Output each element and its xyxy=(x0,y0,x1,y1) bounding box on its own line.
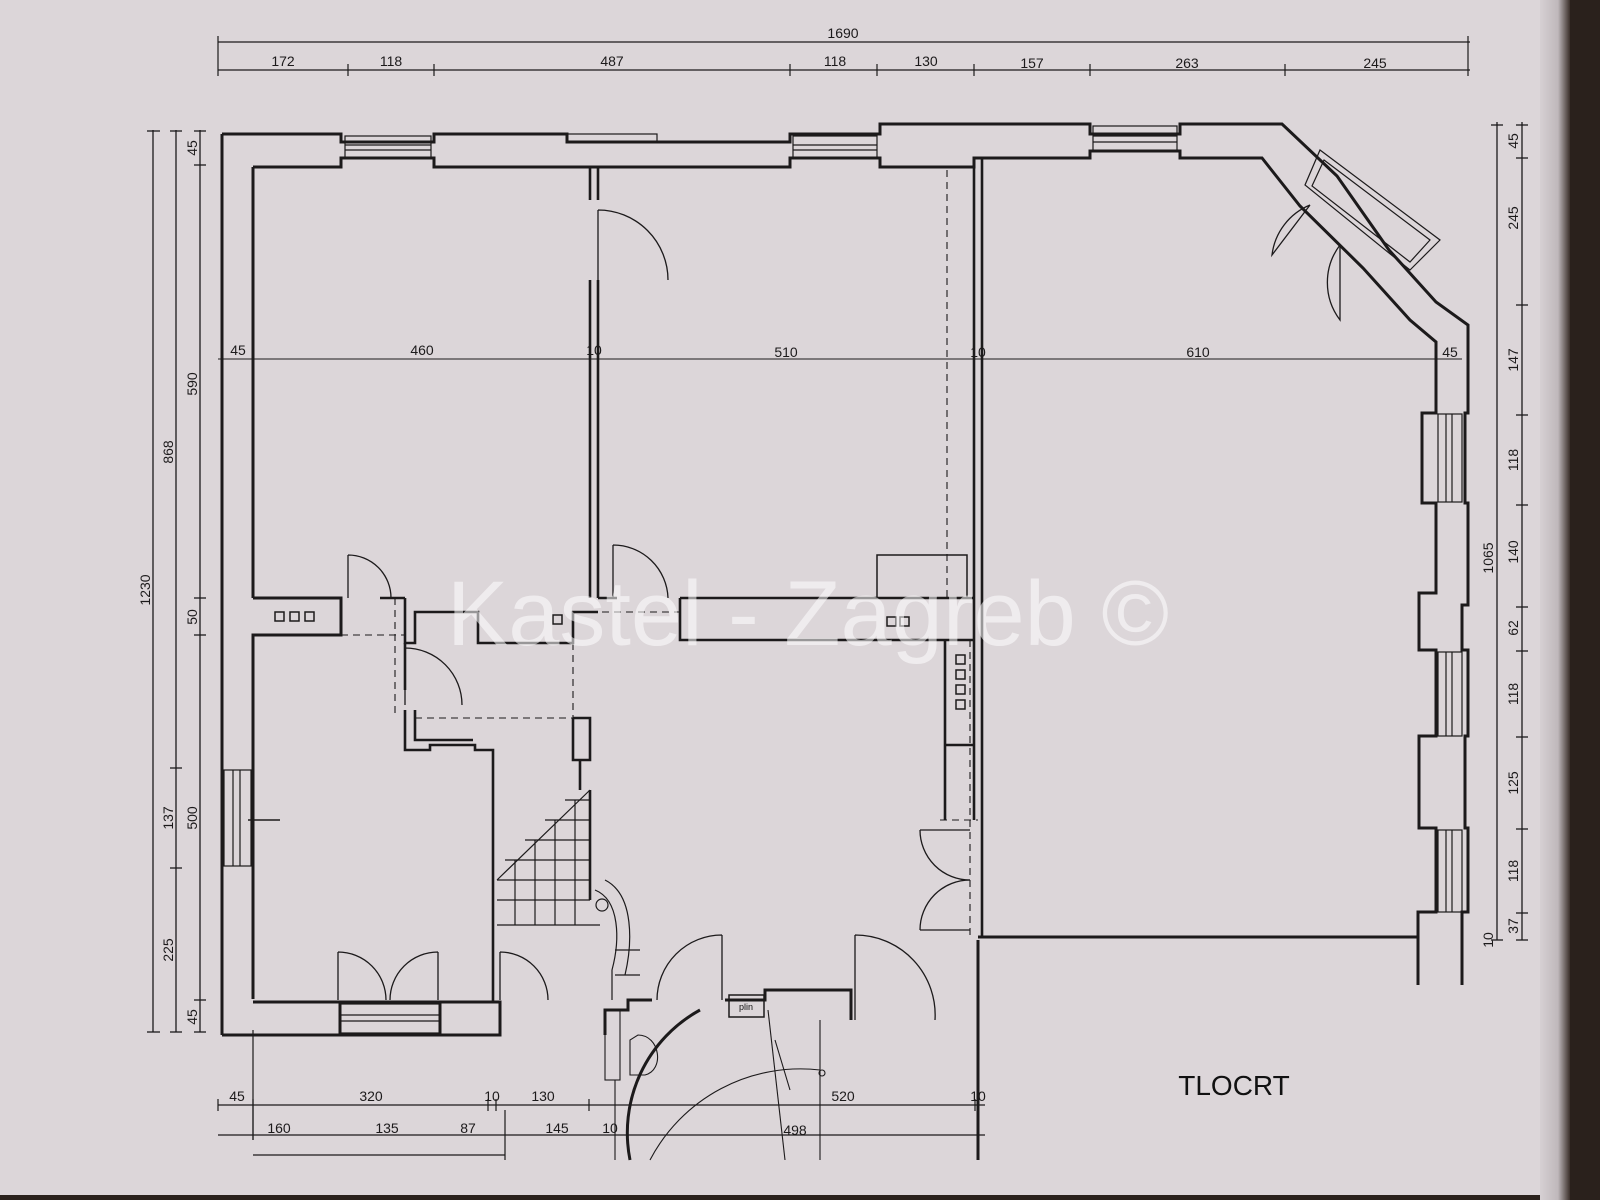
svg-text:45: 45 xyxy=(229,1088,245,1104)
top-dimension-labels: 1690 172 118 487 118 130 157 263 245 xyxy=(271,25,1387,71)
svg-text:145: 145 xyxy=(545,1120,569,1136)
svg-text:50: 50 xyxy=(184,609,200,625)
bottom-dimension-labels: 45 320 10 130 520 10 160 135 87 145 10 4… xyxy=(229,1088,986,1138)
svg-text:10: 10 xyxy=(484,1088,500,1104)
dashed-lines xyxy=(341,170,978,940)
svg-text:118: 118 xyxy=(380,53,403,69)
svg-text:498: 498 xyxy=(783,1122,807,1138)
svg-text:245: 245 xyxy=(1363,55,1387,71)
svg-text:172: 172 xyxy=(271,53,295,69)
svg-text:130: 130 xyxy=(914,53,938,69)
vents-and-fixtures xyxy=(248,554,968,1018)
entrance-detail xyxy=(604,1009,826,1161)
svg-text:10: 10 xyxy=(1480,932,1496,948)
svg-text:160: 160 xyxy=(267,1120,291,1136)
plan-title: TLOCRT xyxy=(1178,1070,1290,1101)
svg-text:118: 118 xyxy=(824,53,847,69)
svg-text:45: 45 xyxy=(1505,133,1521,149)
svg-text:147: 147 xyxy=(1505,348,1521,372)
svg-text:125: 125 xyxy=(1505,771,1521,795)
svg-text:868: 868 xyxy=(160,440,176,464)
svg-text:1230: 1230 xyxy=(137,574,153,605)
doors xyxy=(337,204,1341,1021)
svg-text:45: 45 xyxy=(1442,344,1458,360)
svg-text:45: 45 xyxy=(184,1009,200,1025)
svg-text:520: 520 xyxy=(831,1088,855,1104)
left-dimension-lines xyxy=(147,130,206,1033)
svg-text:118: 118 xyxy=(1505,449,1521,472)
svg-text:610: 610 xyxy=(1186,344,1210,360)
bottom-dimension-lines xyxy=(217,1030,985,1160)
svg-text:590: 590 xyxy=(184,372,200,396)
interior-dimension-labels: 45 460 10 510 10 610 45 xyxy=(230,342,1458,360)
gas-label: plin xyxy=(739,1002,753,1012)
svg-text:45: 45 xyxy=(230,342,246,358)
interior-walls xyxy=(380,158,984,1002)
svg-text:10: 10 xyxy=(970,344,986,360)
watermark: Kastel - Zagreb © xyxy=(447,563,1169,665)
svg-text:225: 225 xyxy=(160,938,176,962)
left-dimension-labels: 1230 868 137 225 45 590 50 500 45 xyxy=(137,140,200,1025)
svg-text:37: 37 xyxy=(1505,918,1521,934)
svg-text:157: 157 xyxy=(1020,55,1044,71)
staircase xyxy=(496,789,640,1000)
windows xyxy=(223,125,1463,1034)
svg-text:137: 137 xyxy=(160,806,176,830)
svg-text:87: 87 xyxy=(460,1120,476,1136)
paper-edge xyxy=(1540,0,1570,1200)
svg-text:1065: 1065 xyxy=(1480,542,1496,573)
svg-text:263: 263 xyxy=(1175,55,1199,71)
svg-text:10: 10 xyxy=(970,1088,986,1104)
top-dimension-lines xyxy=(217,36,1470,76)
svg-text:510: 510 xyxy=(774,344,798,360)
curved-entrance xyxy=(625,1008,701,1161)
svg-text:118: 118 xyxy=(1505,860,1521,883)
svg-text:320: 320 xyxy=(359,1088,383,1104)
svg-text:140: 140 xyxy=(1505,540,1521,564)
svg-text:135: 135 xyxy=(375,1120,399,1136)
svg-text:10: 10 xyxy=(586,342,602,358)
svg-text:245: 245 xyxy=(1505,206,1521,230)
svg-text:10: 10 xyxy=(602,1120,618,1136)
svg-text:487: 487 xyxy=(600,53,624,69)
svg-text:118: 118 xyxy=(1505,683,1521,706)
dim-top-total: 1690 xyxy=(827,25,858,41)
svg-text:130: 130 xyxy=(531,1088,555,1104)
svg-text:460: 460 xyxy=(410,342,434,358)
svg-text:45: 45 xyxy=(184,140,200,156)
svg-text:62: 62 xyxy=(1505,620,1521,636)
right-dimension-labels: 1065 10 45 245 147 118 140 62 118 125 11… xyxy=(1480,133,1521,948)
right-dimension-lines xyxy=(1491,122,1528,941)
svg-text:500: 500 xyxy=(184,806,200,830)
